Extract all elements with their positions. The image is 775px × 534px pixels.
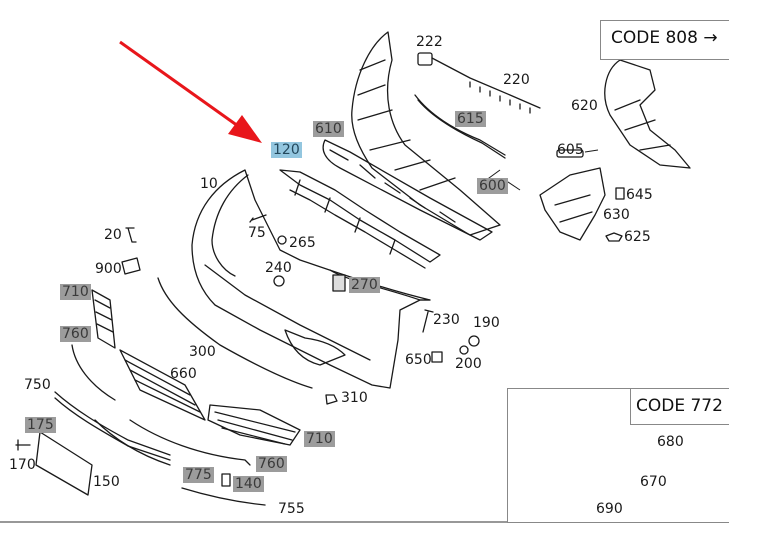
clip-140 [221,473,231,487]
code-808-label: CODE 808 → [611,28,718,48]
part-200 [459,345,469,355]
part-label-620: 620 [571,98,598,114]
part-label-230: 230 [433,312,460,328]
strip-750 [54,391,171,456]
screw-75 [249,214,267,223]
part-label-690: 690 [596,501,623,517]
strip-760-left [71,344,116,401]
part-label-760-right: 760 [256,456,287,472]
part-label-775: 775 [183,467,214,483]
strip-220 [431,57,541,109]
strip-615 [414,94,506,156]
part-label-630: 630 [603,207,630,223]
part-label-680: 680 [657,434,684,450]
part-label-150: 150 [93,474,120,490]
part-label-190: 190 [473,315,500,331]
code-772-label-box [630,388,729,425]
part-label-75: 75 [248,225,266,241]
strip-775 [129,419,251,466]
part-label-660: 660 [170,366,197,382]
code-808-box [600,20,729,60]
grille-660 [119,349,206,421]
part-label-10: 10 [200,176,218,192]
part-label-120: 120 [271,142,302,158]
red-arrow [119,40,262,143]
plate-150 [35,431,93,496]
sensor-900 [121,257,141,275]
part-label-625: 625 [624,229,651,245]
part-label-220: 220 [503,72,530,88]
part-label-270: 270 [349,277,380,293]
part-label-645: 645 [626,187,653,203]
clip-650 [431,351,443,363]
part-label-670: 670 [640,474,667,490]
part-label-750: 750 [24,377,51,393]
screw-230 [422,309,434,333]
clip-605 [556,149,584,158]
part-label-615: 615 [455,111,486,127]
bracket-630 [539,167,606,241]
part-label-265: 265 [289,235,316,251]
part-label-710-right: 710 [304,431,335,447]
bolt-265 [277,235,287,245]
part-label-760-left: 760 [60,326,91,342]
grille-710-left [91,289,116,349]
bumper-shell-10 [191,169,431,389]
part-label-20: 20 [104,227,122,243]
part-label-300: 300 [189,344,216,360]
bracket-620 [604,59,691,169]
clip-20 [125,227,137,243]
nut-625 [605,232,623,242]
part-label-200: 200 [455,356,482,372]
sensor-190 [468,335,480,347]
clip-645 [615,187,625,200]
part-240 [273,275,285,287]
part-label-605: 605 [557,142,584,158]
part-label-310: 310 [341,390,368,406]
part-label-610: 610 [313,121,344,137]
bumper-carrier-120 [322,139,493,241]
clip-310 [325,394,338,405]
part-label-600: 600 [477,178,508,194]
grille-710-right [207,404,301,446]
upper-carrier-610 [351,31,501,236]
strip-760-right [94,419,171,466]
part-label-240: 240 [265,260,292,276]
part-label-755: 755 [278,501,305,517]
harness-300 [157,277,313,389]
screw-170 [15,439,31,451]
code-772-label: CODE 772 [636,396,723,416]
part-label-170: 170 [9,457,36,473]
part-label-140: 140 [233,476,264,492]
strip-755 [181,487,266,506]
pad-270 [332,274,346,292]
part-label-650: 650 [405,352,432,368]
part-label-175: 175 [25,417,56,433]
bracket-222 [417,52,433,66]
part-label-710-left: 710 [60,284,91,300]
bumper-absorber [279,169,441,269]
part-label-222: 222 [416,34,443,50]
part-label-900: 900 [95,261,122,277]
